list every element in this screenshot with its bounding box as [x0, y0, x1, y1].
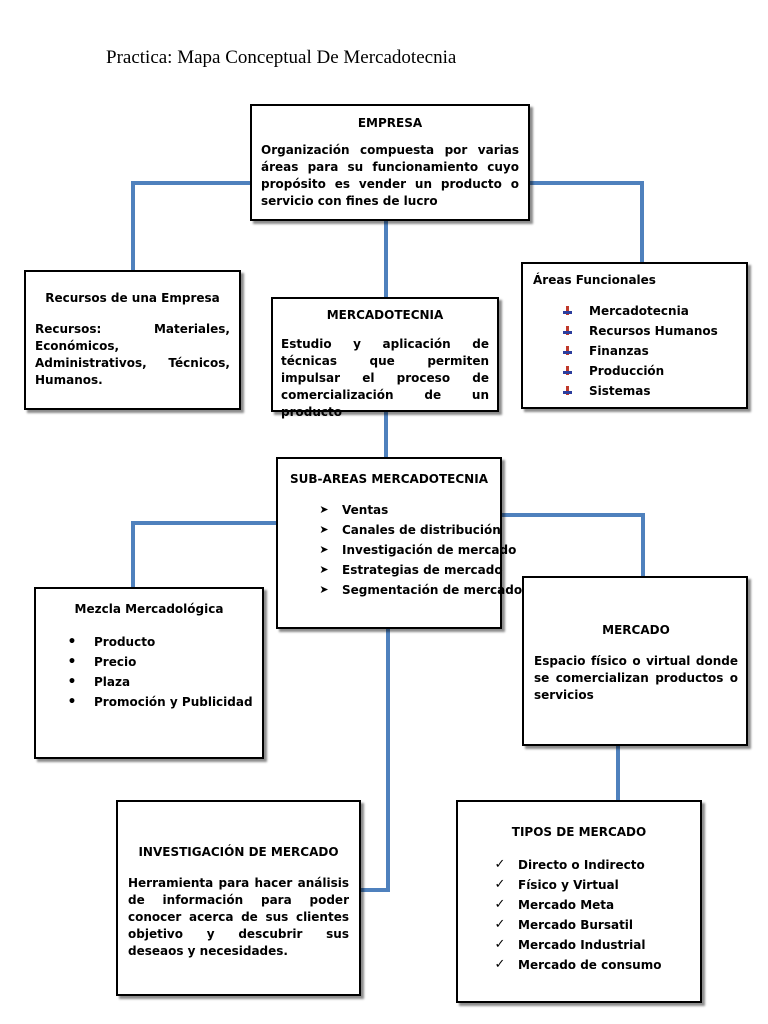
mercadotecnia-box: MERCADOTECNIA Estudio y aplicación de té…	[271, 297, 499, 419]
empresa-box: EMPRESA Organización compuesta por varia…	[250, 104, 530, 221]
dot-bullet-icon: •	[67, 694, 77, 710]
arrowhead-bullet-icon: ➤	[319, 583, 329, 596]
investigacion-box: INVESTIGACIÓN DE MERCADO Herramienta par…	[116, 800, 361, 996]
empresa-title: EMPRESA	[357, 116, 423, 130]
cross-square-bullet-icon	[557, 381, 577, 401]
list-item: Sistemas	[557, 381, 736, 401]
check-bullet-icon: ✓	[494, 917, 506, 932]
list-item: ➤Segmentación de mercado	[314, 580, 522, 600]
subareas-list: ➤Ventas ➤Canales de distribución ➤Invest…	[314, 500, 522, 600]
connector-empresa-recursos	[131, 181, 250, 270]
arrowhead-bullet-icon: ➤	[319, 503, 329, 516]
list-item: ✓Mercado Industrial	[490, 935, 690, 955]
connector-subareas-mercado	[502, 513, 645, 576]
investigacion-title: INVESTIGACIÓN DE MERCADO	[138, 845, 339, 859]
check-bullet-icon: ✓	[494, 857, 506, 872]
recursos-title: Recursos de una Empresa	[45, 291, 220, 305]
list-item: ➤Estrategias de mercado	[314, 560, 502, 580]
check-bullet-icon: ✓	[494, 957, 506, 972]
subareas-title: SUB-AREAS MERCADOTECNIA	[290, 472, 488, 486]
page-title: Practica: Mapa Conceptual De Mercadotecn…	[106, 47, 457, 68]
check-bullet-icon: ✓	[494, 877, 506, 892]
list-item: •Plaza	[62, 672, 252, 692]
cross-square-bullet-icon	[557, 341, 577, 361]
list-item: ✓Mercado Bursatil	[490, 915, 690, 935]
dot-bullet-icon: •	[67, 654, 77, 670]
mezcla-list: •Producto •Precio •Plaza •Promoción y Pu…	[62, 632, 253, 712]
areas-box: Áreas Funcionales Mercadotecnia Recursos…	[521, 262, 748, 409]
list-item: Recursos Humanos	[557, 321, 736, 341]
check-bullet-icon: ✓	[494, 897, 506, 912]
empresa-text: Organización compuesta por varias áreas …	[261, 143, 519, 208]
dot-bullet-icon: •	[67, 674, 77, 690]
cross-square-bullet-icon	[557, 361, 577, 381]
areas-list: Mercadotecnia Recursos Humanos Finanzas …	[557, 301, 736, 401]
mezcla-title: Mezcla Mercadológica	[74, 602, 224, 616]
mercado-box: MERCADO Espacio físico o virtual donde s…	[522, 576, 748, 746]
check-bullet-icon: ✓	[494, 937, 506, 952]
tipos-list: ✓Directo o Indirecto ✓Físico y Virtual ✓…	[490, 855, 690, 975]
recursos-box: Recursos de una Empresa Recursos: Materi…	[24, 270, 241, 410]
connector-empresa-areas	[529, 181, 644, 262]
list-item: •Producto	[62, 632, 252, 652]
tipos-title: TIPOS DE MERCADO	[511, 825, 647, 839]
mezcla-box: Mezcla Mercadológica •Producto •Precio •…	[34, 587, 264, 759]
dot-bullet-icon: •	[67, 634, 77, 650]
subareas-box: SUB-AREAS MERCADOTECNIA ➤Ventas ➤Canales…	[276, 457, 522, 629]
mercado-text: Espacio físico o virtual donde se comerc…	[534, 654, 738, 702]
mercadotecnia-title: MERCADOTECNIA	[326, 308, 444, 322]
arrowhead-bullet-icon: ➤	[319, 563, 329, 576]
arrowhead-bullet-icon: ➤	[319, 523, 329, 536]
list-item: ✓Directo o Indirecto	[490, 855, 690, 875]
list-item: •Precio	[62, 652, 252, 672]
tipos-box: TIPOS DE MERCADO ✓Directo o Indirecto ✓F…	[456, 800, 702, 1003]
connector-subareas-investigacion	[360, 629, 390, 892]
list-item: ✓Mercado de consumo	[490, 955, 690, 975]
connector-subareas-mezcla	[131, 521, 276, 587]
list-item: Finanzas	[557, 341, 736, 361]
investigacion-text: Herramienta para hacer análisis de infor…	[128, 876, 349, 958]
cross-square-bullet-icon	[557, 321, 577, 341]
list-item: ✓Físico y Virtual	[490, 875, 690, 895]
list-item: ✓Mercado Meta	[490, 895, 690, 915]
list-item: ➤Investigación de mercado	[314, 540, 516, 560]
list-item: ➤Canales de distribución	[314, 520, 500, 540]
list-item: Mercadotecnia	[557, 301, 736, 321]
mercado-title: MERCADO	[602, 623, 670, 637]
cross-square-bullet-icon	[557, 301, 577, 321]
recursos-text: Recursos: Materiales, Económicos, Admini…	[35, 322, 230, 387]
list-item: ➤Ventas	[314, 500, 492, 520]
mercadotecnia-text: Estudio y aplicación de técnicas que per…	[281, 337, 489, 419]
list-item: Producción	[557, 361, 736, 381]
arrowhead-bullet-icon: ➤	[319, 543, 329, 556]
areas-title: Áreas Funcionales	[533, 273, 656, 287]
list-item: •Promoción y Publicidad	[62, 692, 253, 712]
